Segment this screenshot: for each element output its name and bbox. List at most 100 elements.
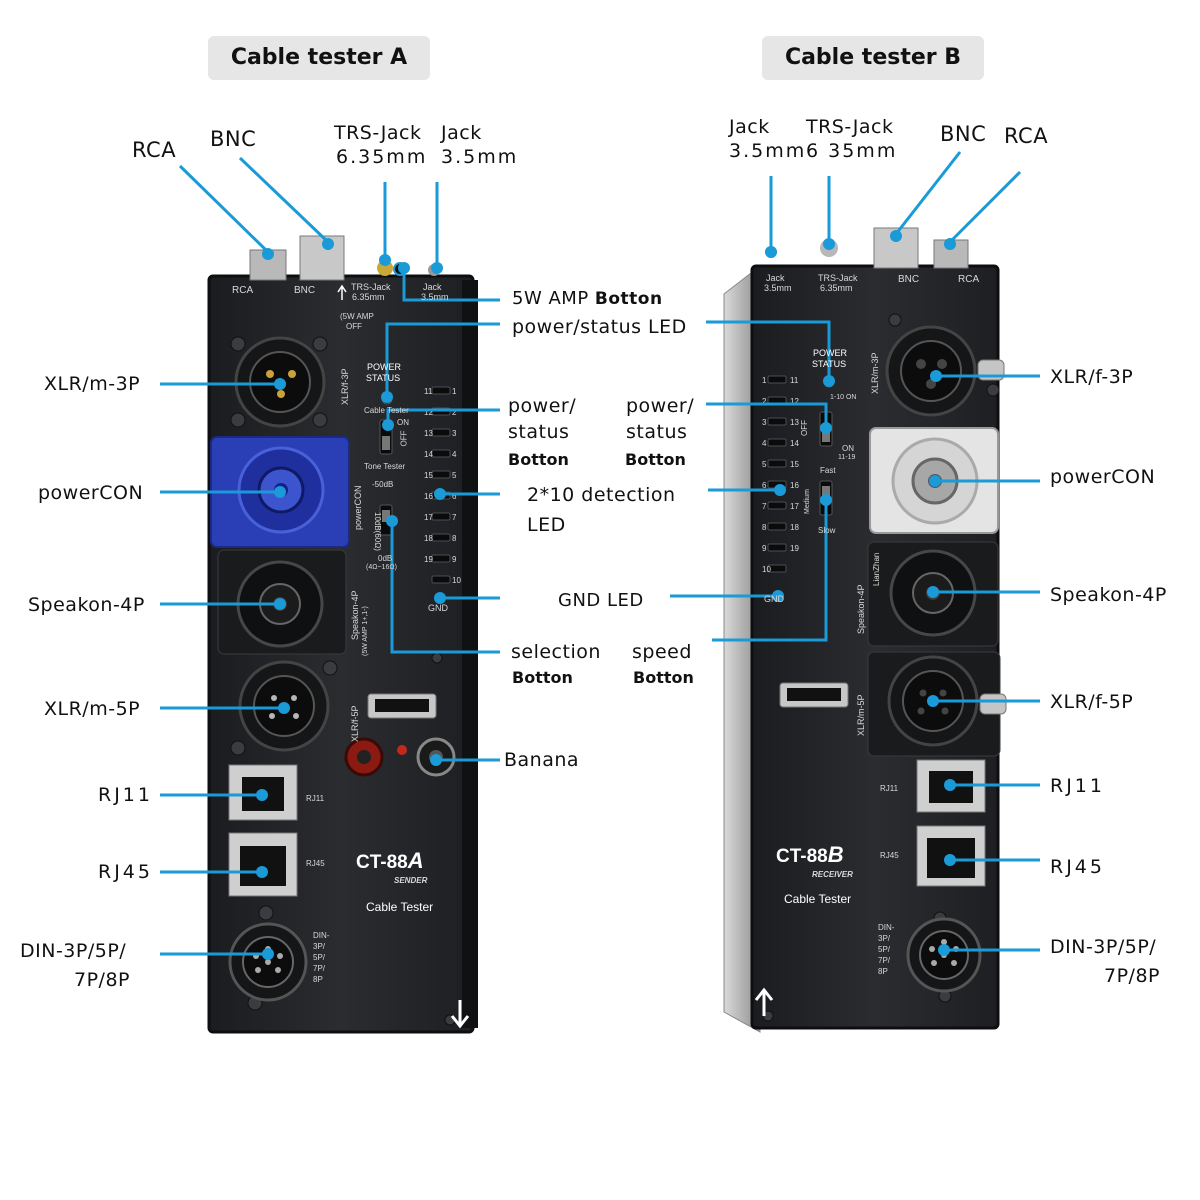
label-b-speakon: Speakon-4P — [1050, 584, 1167, 606]
device-b-din-label-3: 7P/ — [878, 956, 891, 965]
label-a-rj45: RJ45 — [98, 861, 153, 883]
device-a-top-rca: RCA — [232, 285, 254, 296]
label-a-power-btn-1: power/ — [508, 395, 577, 417]
device-b-arrow — [754, 987, 774, 1016]
device-a-led-label-left-3: 14 — [424, 450, 433, 459]
label-a-bnc: BNC — [210, 127, 257, 151]
device-a-led-label-left-2: 13 — [424, 429, 433, 438]
label-a-jack-2: 3.5mm — [441, 146, 519, 168]
label-a-select-1: selection — [511, 641, 601, 663]
label-a-rca: RCA — [132, 138, 177, 162]
device-a-led-label-left-0: 11 — [424, 387, 433, 396]
label-a-amp: 5W AMP Botton — [512, 288, 663, 309]
device-b-top-rca: RCA — [958, 274, 980, 285]
device-a-arrow — [450, 1000, 470, 1029]
device-a-din-label-1: 3P/ — [313, 942, 326, 951]
device-a-led-label-left-1: 12 — [424, 408, 433, 417]
device-a-bnc-plug — [299, 235, 345, 281]
label-a-xlr-m3: XLR/m-3P — [44, 373, 141, 395]
device-b-led-6 — [767, 501, 787, 510]
device-b-speakon-label: Speakon-4P — [856, 584, 866, 634]
device-a-speakon-amp: (5W AMP 1+,1-) — [362, 606, 369, 656]
device-b-led-label-right-6: 17 — [790, 502, 799, 511]
leader-lines — [160, 151, 1040, 956]
label-b-trs-2: 6 35mm — [806, 140, 898, 162]
device-a-10db: 10dB(60Ω) — [373, 512, 382, 551]
label-a-power-btn-3: Botton — [508, 450, 569, 469]
device-b-power-status-1: POWER — [813, 348, 848, 358]
label-b-rj11: RJ11 — [1050, 775, 1105, 797]
device-b-slow: Slow — [818, 526, 836, 535]
device-a-model-suffix: A — [407, 848, 424, 873]
device-a-led-label-right-4: 5 — [452, 471, 457, 480]
device-a-led-label-right-8: 9 — [452, 555, 457, 564]
device-a-led-label-right-0: 1 — [452, 387, 457, 396]
device-a-led-4 — [431, 470, 451, 479]
device-a-led-7 — [431, 533, 451, 542]
label-b-rca: RCA — [1004, 124, 1049, 148]
device-a-tone-tester: Tone Tester — [364, 462, 406, 471]
label-b-speed-2: Botton — [633, 668, 694, 687]
device-a-top-jack-2: 3.5mm — [421, 292, 449, 302]
leader-dots — [256, 230, 956, 960]
label-a-gnd-led: GND LED — [558, 590, 644, 611]
device-a-model: CT-88A — [356, 848, 424, 874]
device-a-led-9 — [431, 575, 451, 584]
label-b-power-btn-1: power/ — [626, 395, 695, 417]
device-b-xlr-m3-label: XLR/m-3P — [870, 352, 880, 394]
device-a-amp-label: (5W AMP — [340, 312, 374, 321]
device-b-din-label-2: 5P/ — [878, 945, 891, 954]
device-b-brand: LianZhan — [872, 552, 881, 586]
device-a-model-name: CT-88 — [356, 852, 408, 873]
device-b-led-label-right-1: 12 — [790, 397, 799, 406]
device-b — [723, 227, 1007, 1033]
label-b-xlr-f5: XLR/f-5P — [1050, 691, 1134, 713]
device-a-rj45-label: RJ45 — [306, 859, 325, 868]
device-a-din-label: DIN- 3P/ 5P/ 7P/ 8P — [313, 930, 329, 985]
device-a-power-status-2: STATUS — [366, 373, 401, 383]
device-b-din-label-4: 8P — [878, 967, 888, 976]
label-a-rj11: RJ11 — [98, 784, 153, 806]
device-b-led-label-right-5: 16 — [790, 481, 799, 490]
device-b-led-label-right-2: 13 — [790, 418, 799, 427]
device-b-led-3 — [767, 438, 787, 447]
label-a-detect-1: 2*10 detection — [527, 484, 676, 506]
device-a-led-label-right-1: 2 — [452, 408, 457, 417]
device-a-ohms: (4Ω~16Ω) — [366, 564, 397, 571]
device-a-minus50: -50dB — [372, 480, 394, 489]
device-b-product: Cable Tester — [784, 892, 852, 906]
device-b-xlr-m5-label: XLR/m-5P — [856, 694, 866, 736]
device-b-top-jack-1: Jack — [766, 273, 785, 283]
label-a-detect-2: LED — [527, 514, 566, 536]
label-a-power-btn-2: status — [508, 421, 570, 443]
device-b-led-label-right-0: 11 — [790, 376, 799, 385]
device-b-top-trs-2: 6.35mm — [820, 283, 853, 293]
device-b-on2: ON — [842, 444, 854, 453]
device-a-top-trs-1: TRS-Jack — [351, 282, 391, 292]
device-b-top-bnc: BNC — [898, 274, 920, 285]
device-b-led-label-left-7: 8 — [762, 523, 767, 532]
device-a-product: Cable Tester — [366, 900, 434, 914]
device-a-din-label-0: DIN- — [313, 931, 330, 940]
device-b-led-label-left-3: 4 — [762, 439, 767, 448]
device-b-led-2 — [767, 417, 787, 426]
device-a-role: SENDER — [394, 876, 428, 885]
device-a-led-label-right-6: 7 — [452, 513, 457, 522]
device-a-led-label-right-9: 10 — [452, 576, 461, 585]
device-b-power-status-2: STATUS — [812, 359, 847, 369]
device-b-top-trs-1: TRS-Jack — [818, 273, 858, 283]
device-b-led-label-left-6: 7 — [762, 502, 767, 511]
device-b-led-label-left-2: 3 — [762, 418, 767, 427]
device-a-led-label-right-3: 4 — [452, 450, 457, 459]
device-a-led-6 — [431, 512, 451, 521]
device-b-din-label-1: 3P/ — [878, 934, 891, 943]
device-a-led-3 — [431, 449, 451, 458]
device-a-led-2 — [431, 428, 451, 437]
device-a-xlr-f5-label: XLR/f-5P — [350, 705, 360, 742]
label-b-rj45: RJ45 — [1050, 856, 1105, 878]
device-a-led-label-right-7: 8 — [452, 534, 457, 543]
device-a-amp-off: OFF — [346, 322, 362, 331]
label-b-powercon: powerCON — [1050, 466, 1156, 488]
device-a-led-label-right-2: 3 — [452, 429, 457, 438]
